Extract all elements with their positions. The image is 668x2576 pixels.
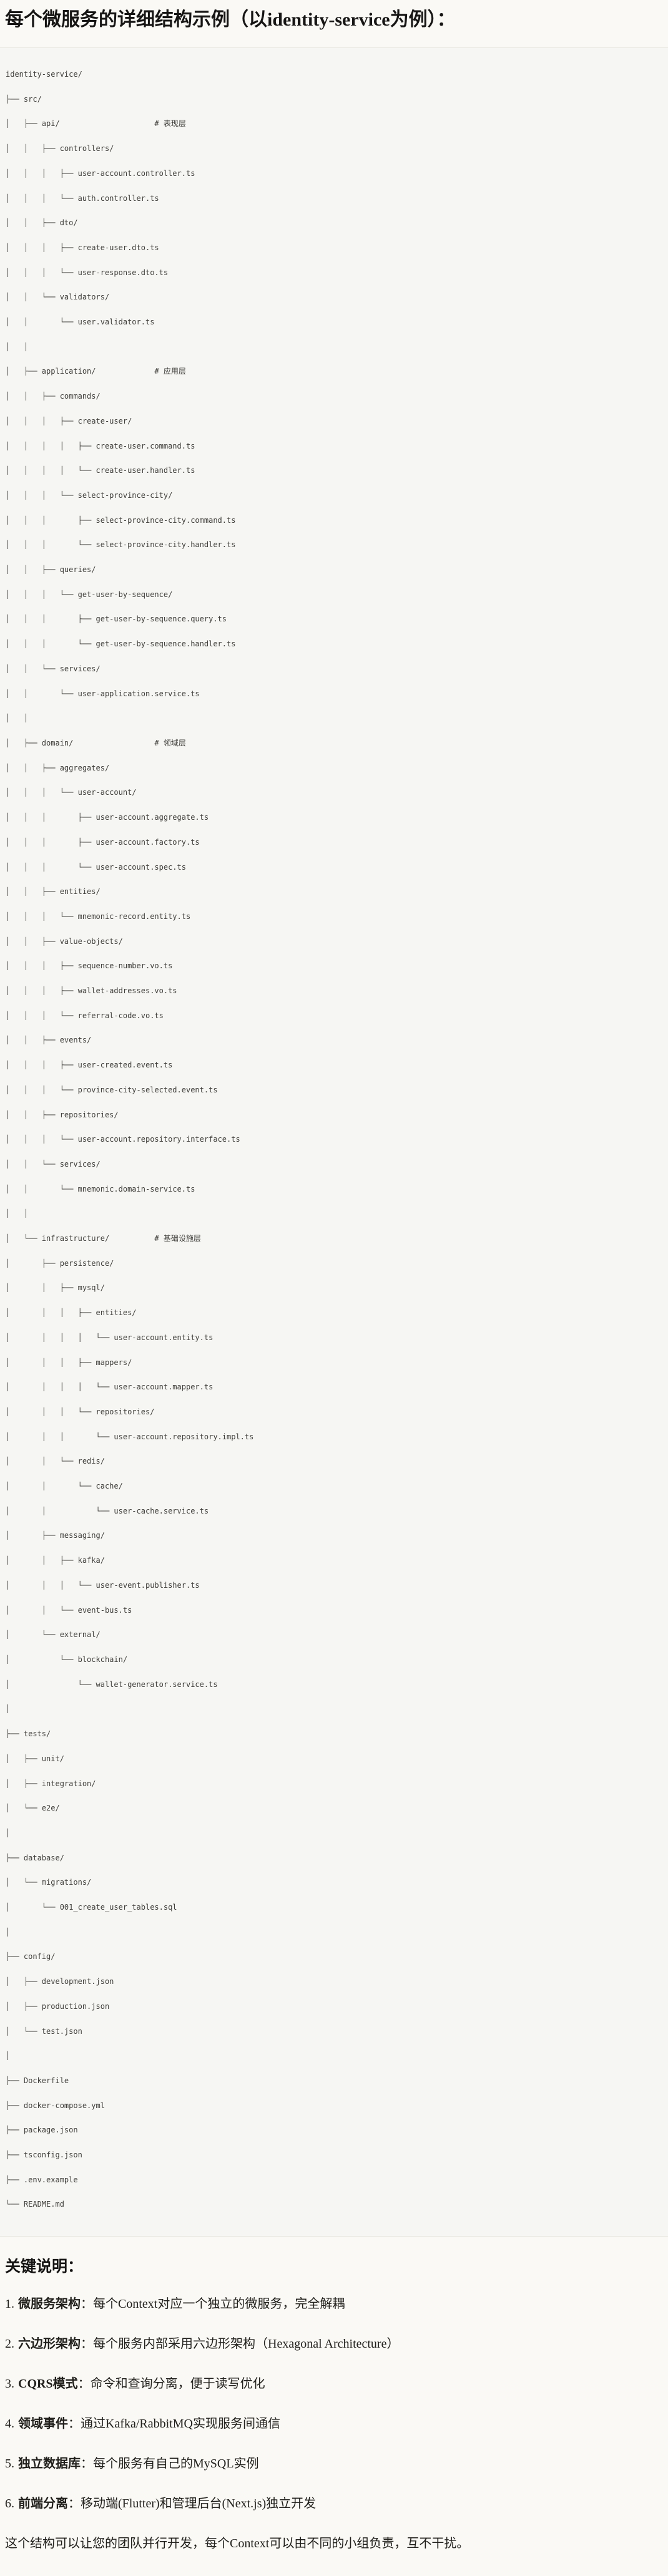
note-number: 4. xyxy=(5,2417,14,2431)
note-label: CQRS模式 xyxy=(18,2377,78,2391)
directory-tree: identity-service/ ├── src/ │ ├── api/ # … xyxy=(6,70,254,2209)
note-text: ：每个Context对应一个独立的微服务，完全解耦 xyxy=(81,2297,345,2311)
note-number: 3. xyxy=(5,2377,14,2391)
note-item-6: 6. 前端分离：移动端(Flutter)和管理后台(Next.js)独立开发 xyxy=(5,2495,663,2512)
note-item-2: 2. 六边形架构：每个服务内部采用六边形架构（Hexagonal Architec… xyxy=(5,2335,663,2353)
closing-paragraph: 这个结构可以让您的团队并行开发，每个Context可以由不同的小组负责，互不干扰… xyxy=(5,2537,469,2551)
note-label: 前端分离 xyxy=(18,2497,68,2511)
note-label: 微服务架构 xyxy=(18,2297,81,2311)
note-number: 2. xyxy=(5,2337,14,2351)
note-text: ：命令和查询分离，便于读写优化 xyxy=(77,2377,265,2391)
notes-list: 1. 微服务架构：每个Context对应一个独立的微服务，完全解耦 2. 六边形架构… xyxy=(0,2295,668,2512)
note-label: 独立数据库 xyxy=(18,2457,81,2471)
code-block: identity-service/ ├── src/ │ ├── api/ # … xyxy=(0,47,668,2237)
note-text: ：每个服务内部采用六边形架构（Hexagonal Architecture） xyxy=(81,2337,400,2351)
note-item-4: 4. 领域事件：通过Kafka/RabbitMQ实现服务间通信 xyxy=(5,2415,663,2433)
note-text: ：移动端(Flutter)和管理后台(Next.js)独立开发 xyxy=(68,2497,317,2511)
document: 每个微服务的详细结构示例（以identity-service为例）： ident… xyxy=(0,7,668,2552)
note-item-1: 1. 微服务架构：每个Context对应一个独立的微服务，完全解耦 xyxy=(5,2295,663,2313)
note-number: 6. xyxy=(5,2497,14,2511)
page-title: 每个微服务的详细结构示例（以identity-service为例）： xyxy=(5,9,456,30)
note-label: 领域事件 xyxy=(18,2417,68,2431)
note-number: 5. xyxy=(5,2457,14,2471)
note-number: 1. xyxy=(5,2297,14,2311)
note-item-3: 3. CQRS模式：命令和查询分离，便于读写优化 xyxy=(5,2375,663,2393)
note-text: ：通过Kafka/RabbitMQ实现服务间通信 xyxy=(68,2417,280,2431)
note-text: ：每个服务有自己的MySQL实例 xyxy=(81,2457,259,2471)
note-item-5: 5. 独立数据库：每个服务有自己的MySQL实例 xyxy=(5,2455,663,2472)
notes-heading: 关键说明： xyxy=(5,2258,84,2276)
note-label: 六边形架构 xyxy=(18,2337,81,2351)
